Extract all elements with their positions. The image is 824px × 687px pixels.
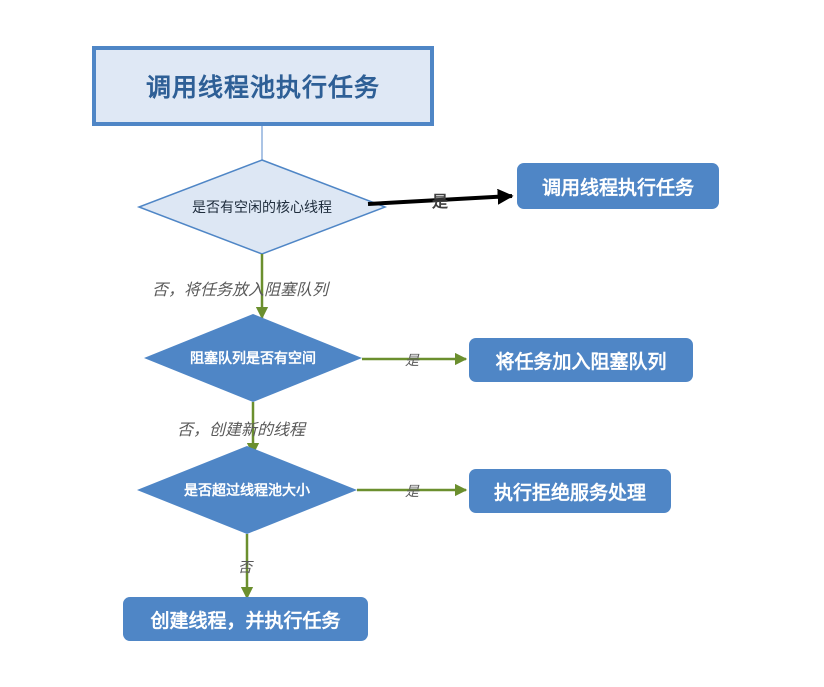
action-enqueue-label: 将任务加入阻塞队列	[495, 350, 667, 373]
edge-label-d3-no: 否	[238, 560, 252, 576]
arrow-d1-yes	[367, 188, 514, 206]
decision-2-diamond	[144, 314, 362, 402]
decision-2-label: 阻塞队列是否有空间	[190, 350, 316, 367]
action-create-thread-label: 创建线程，并执行任务	[150, 609, 341, 632]
title-text: 调用线程池执行任务	[145, 73, 380, 102]
edge-label-d2-no: 否，创建新的线程	[177, 420, 306, 439]
title-box: 调用线程池执行任务	[92, 46, 434, 126]
decision-3-label: 是否超过线程池大小	[184, 482, 310, 499]
action-enqueue-box: 将任务加入阻塞队列	[469, 338, 693, 382]
action-call-thread-box: 调用线程执行任务	[517, 163, 719, 209]
decision-1-label: 是否有空闲的核心线程	[192, 200, 332, 216]
action-reject-label: 执行拒绝服务处理	[493, 481, 646, 504]
edge-label-d1-no: 否，将任务放入阻塞队列	[152, 280, 329, 299]
action-call-thread-label: 调用线程执行任务	[541, 176, 694, 199]
edge-label-d3-yes: 是	[405, 484, 419, 500]
decision-3-diamond	[137, 446, 357, 534]
action-create-thread-box: 创建线程，并执行任务	[123, 597, 368, 641]
action-reject-box: 执行拒绝服务处理	[469, 469, 671, 513]
edge-label-d1-yes: 是	[432, 192, 449, 211]
edge-label-d2-yes: 是	[405, 353, 419, 369]
